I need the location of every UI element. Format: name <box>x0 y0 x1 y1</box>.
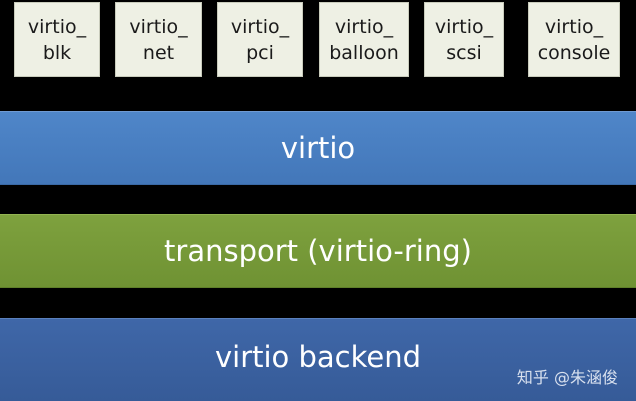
watermark: 知乎 @朱涵俊 <box>516 368 618 387</box>
driver-box-blk: virtio_ blk <box>14 2 100 77</box>
driver-label-line1: virtio_ <box>129 15 188 38</box>
driver-label-line1: virtio_ <box>434 15 494 38</box>
driver-box-scsi: virtio_ scsi <box>424 2 504 77</box>
driver-label-line1: virtio_ <box>27 15 87 38</box>
backend-layer: virtio backend <box>0 318 636 401</box>
driver-label-line2: blk <box>42 41 72 64</box>
driver-box-balloon: virtio_ balloon <box>319 2 409 77</box>
driver-label-line2: console <box>537 41 611 64</box>
driver-label-line2: balloon <box>329 41 399 64</box>
transport-layer: transport (virtio-ring) <box>0 214 636 288</box>
driver-box-pci: virtio_ pci <box>217 2 303 77</box>
driver-box-console: virtio_ console <box>528 2 620 77</box>
transport-layer-label: transport (virtio-ring) <box>164 234 472 268</box>
driver-box-net: virtio_ net <box>115 2 202 77</box>
virtio-layer-label: virtio <box>280 131 356 165</box>
driver-label-line2: pci <box>246 41 274 64</box>
driver-label-line1: virtio_ <box>544 15 604 38</box>
driver-label-line2: net <box>142 41 175 64</box>
driver-label-line1: virtio_ <box>230 15 290 38</box>
driver-label-line1: virtio_ <box>334 15 394 38</box>
driver-label-line2: scsi <box>446 41 482 64</box>
virtio-layer: virtio <box>0 111 636 185</box>
backend-layer-label: virtio backend <box>214 340 422 374</box>
